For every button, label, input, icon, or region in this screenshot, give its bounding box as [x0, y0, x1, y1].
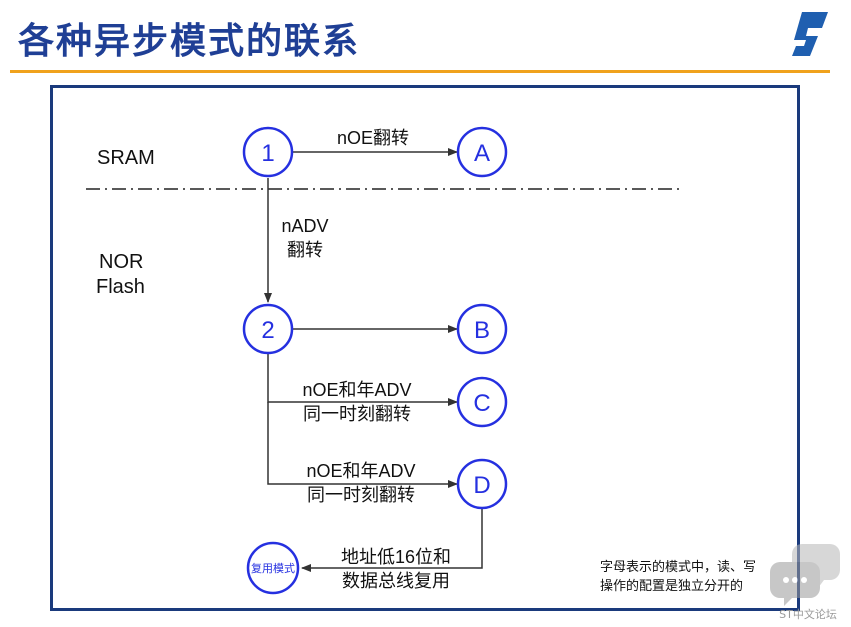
edge-label-1-to-2-line1: nADV: [281, 216, 328, 236]
edge-label-1-to-a: nOE翻转: [337, 128, 409, 148]
node-b-label: B: [474, 317, 490, 344]
node-d: D: [456, 458, 508, 510]
forum-watermark: ST中文论坛: [770, 544, 840, 621]
edge-label-2-to-c-line2: 同一时刻翻转: [303, 404, 411, 424]
node-b: B: [456, 303, 508, 355]
node-2: 2: [242, 303, 294, 355]
slide-title: 各种异步模式的联系: [18, 21, 361, 62]
node-c: C: [456, 376, 508, 428]
node-1-label: 1: [261, 140, 274, 167]
edge-2-to-d: [267, 402, 458, 488]
node-a-label: A: [474, 140, 490, 167]
watermark-text: ST中文论坛: [779, 607, 837, 621]
title-underline: [10, 70, 830, 73]
region-label-nor: NOR: [99, 251, 143, 273]
edge-label-1-to-2-line2: 翻转: [287, 240, 323, 260]
node-mux-label: 复用模式: [251, 561, 295, 575]
note-line-2: 操作的配置是独立分开的: [600, 578, 743, 593]
edge-label-2-to-d-line2: 同一时刻翻转: [307, 485, 415, 505]
region-label-sram: SRAM: [97, 147, 155, 169]
node-1: 1: [242, 126, 294, 178]
edge-label-2-to-d-line1: nOE和年ADV: [306, 461, 415, 481]
node-c-label: C: [473, 390, 490, 417]
region-label-flash: Flash: [96, 276, 145, 298]
node-a: A: [456, 126, 508, 178]
edge-label-d-to-mux-line2: 数据总线复用: [342, 571, 450, 591]
edge-label-2-to-c-line1: nOE和年ADV: [302, 380, 411, 400]
diagram-panel: [50, 85, 800, 611]
node-mux: 复用模式: [246, 541, 300, 595]
edge-label-d-to-mux-line1: 地址低16位和: [341, 547, 451, 567]
st-logo: [792, 12, 828, 56]
note-line-1: 字母表示的模式中，读、写: [600, 559, 756, 574]
edge-d-to-mux: [301, 508, 483, 572]
node-2-label: 2: [261, 317, 274, 344]
node-d-label: D: [473, 472, 490, 499]
